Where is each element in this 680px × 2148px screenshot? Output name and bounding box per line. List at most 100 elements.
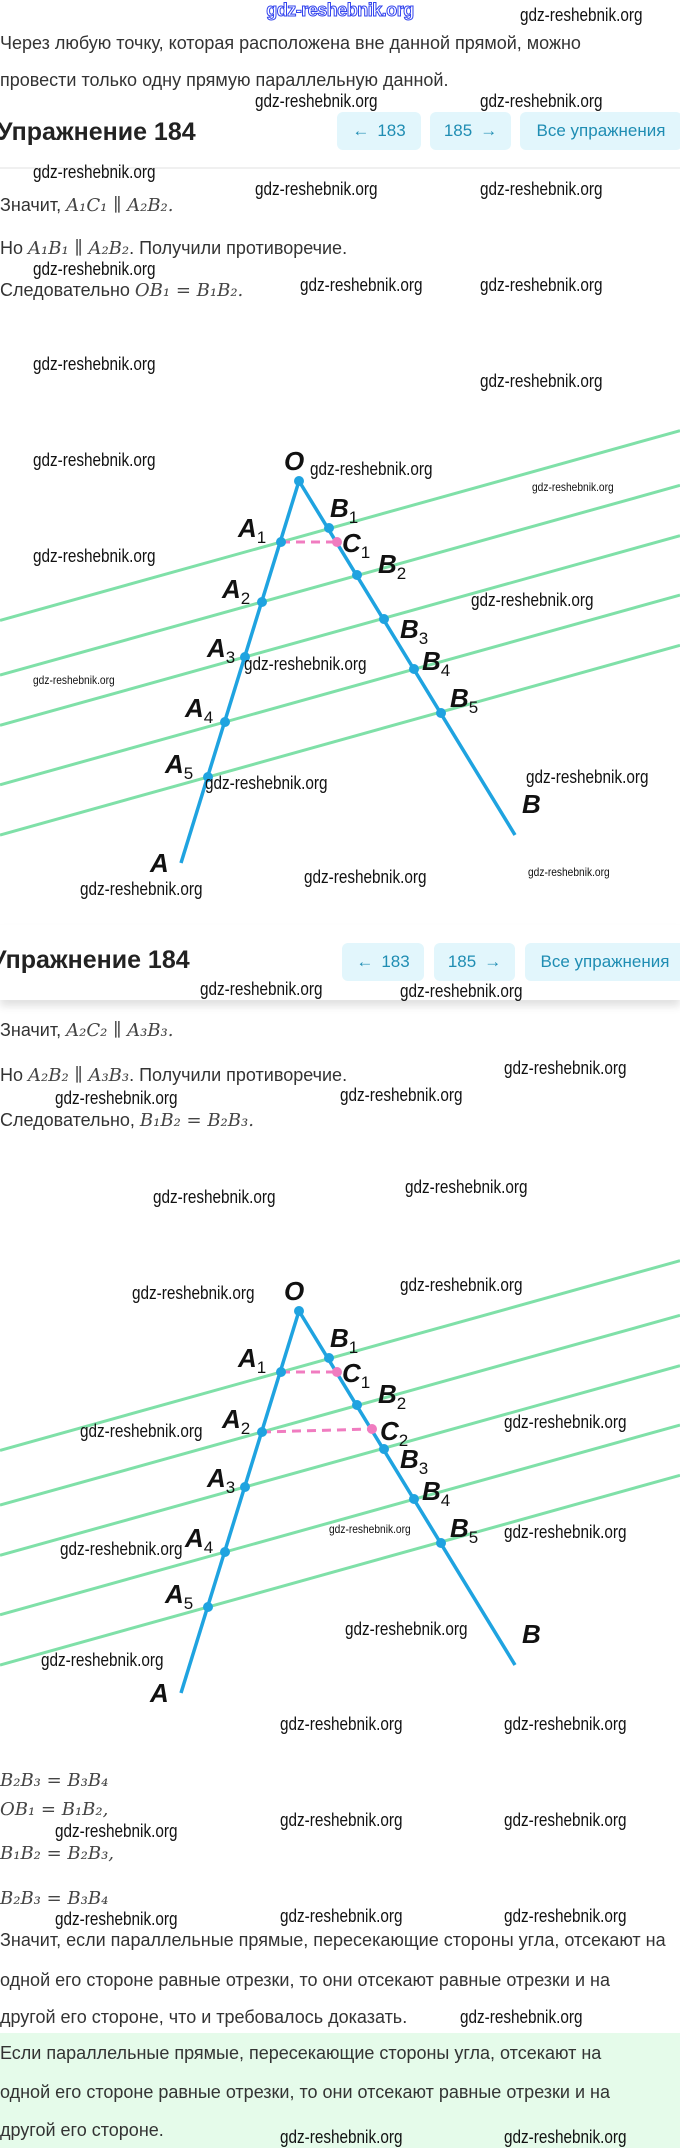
therefore-line: Следовательно OB₁ = B₁B₂. xyxy=(0,280,244,301)
next-exercise-button-sticky[interactable]: 185→ xyxy=(434,943,515,981)
page-title-sticky: Упражнение 184 xyxy=(0,946,190,974)
label-A2: A2 xyxy=(221,1404,250,1438)
watermark: gdz-reshebnik.org xyxy=(345,1619,468,1639)
watermark: gdz-reshebnik.org xyxy=(504,1810,627,1830)
point-B2 xyxy=(352,570,362,580)
watermark: gdz-reshebnik.org xyxy=(255,91,378,111)
point-B5 xyxy=(436,708,446,718)
parallel-line xyxy=(0,483,680,677)
watermark: gdz-reshebnik.org xyxy=(255,179,378,199)
watermark: gdz-reshebnik.org xyxy=(80,879,203,899)
label-A3: A3 xyxy=(206,633,235,667)
watermark: gdz-reshebnik.org xyxy=(153,1187,276,1207)
label-O: O xyxy=(284,1276,304,1306)
conclusion-line-2: Значит, A₂C₂ ∥ A₃B₃. xyxy=(0,1020,174,1041)
label-O: O xyxy=(284,446,304,476)
arrow-right-icon: → xyxy=(480,121,498,140)
ray-OB xyxy=(297,1310,517,1666)
watermark: gdz-reshebnik.org xyxy=(55,1909,178,1929)
label-A: A xyxy=(149,1678,169,1708)
watermark: gdz-reshebnik.org xyxy=(310,459,433,479)
label-A3: A3 xyxy=(206,1463,235,1497)
all-exercises-button-sticky[interactable]: Все упражнения xyxy=(525,943,680,981)
point-A2 xyxy=(257,597,267,607)
watermark: gdz-reshebnik.org xyxy=(33,450,156,470)
parallel-line xyxy=(0,1259,680,1452)
all-exercises-button[interactable]: Все упражнения xyxy=(520,112,680,150)
point-A1 xyxy=(276,537,286,547)
watermark: gdz-reshebnik.org xyxy=(504,1058,627,1078)
conclusion-line: Значит, A₁C₁ ∥ A₂B₂. xyxy=(0,195,174,216)
watermark: gdz-reshebnik.org xyxy=(504,1906,627,1926)
label-B1: B1 xyxy=(330,493,358,527)
theorem-box: Если параллельные прямые, пересекающие с… xyxy=(0,2033,680,2148)
label-B2: B2 xyxy=(378,549,406,583)
watermark: gdz-reshebnik.org xyxy=(200,979,323,999)
label-A5: A5 xyxy=(164,1579,193,1613)
watermark: gdz-reshebnik.org xyxy=(33,673,115,687)
watermark: gdz-reshebnik.org xyxy=(520,5,643,25)
watermark: gdz-reshebnik.org xyxy=(329,1522,411,1536)
watermark: gdz-reshebnik.org xyxy=(280,1810,403,1830)
prev-exercise-button[interactable]: ←183 xyxy=(337,112,421,150)
watermark: gdz-reshebnik.org xyxy=(504,1714,627,1734)
watermark: gdz-reshebnik.org xyxy=(400,981,523,1001)
watermark: gdz-reshebnik.org xyxy=(280,2127,403,2147)
watermark: gdz-reshebnik.org xyxy=(132,1283,255,1303)
label-B5: B5 xyxy=(450,683,478,717)
label-A1: A1 xyxy=(237,513,266,547)
label-A4: A4 xyxy=(184,693,213,727)
watermark: gdz-reshebnik.org xyxy=(532,480,614,494)
arrow-right-icon: → xyxy=(484,952,502,971)
point-B4 xyxy=(409,1494,419,1504)
prev-exercise-button-sticky[interactable]: ←183 xyxy=(342,943,424,981)
next-exercise-button[interactable]: 185 → xyxy=(430,112,511,150)
sticky-header: Упражнение 184 ←183 185→ Все упражнения xyxy=(0,925,680,1000)
point-A2 xyxy=(257,1427,267,1437)
watermark: gdz-reshebnik.org xyxy=(340,1085,463,1105)
watermark: gdz-reshebnik.org xyxy=(480,371,603,391)
therefore-line-2: Следовательно, B₁B₂ = B₂B₃. xyxy=(0,1110,254,1131)
equation: B₁B₂ = B₂B₃, xyxy=(0,1843,115,1864)
watermark: gdz-reshebnik.org xyxy=(41,1650,164,1670)
next-label: 185 xyxy=(443,121,473,140)
watermark: gdz-reshebnik.org xyxy=(280,1906,403,1926)
label-A4: A4 xyxy=(184,1523,213,1557)
point-A5 xyxy=(203,772,213,782)
arrow-left-icon: ← xyxy=(356,952,374,971)
conclusion-paragraph-line: одной его стороне равные отрезки, то они… xyxy=(0,1970,610,1990)
label-B3: B3 xyxy=(400,614,428,648)
watermark: gdz-reshebnik.org xyxy=(504,1412,627,1432)
point-B5 xyxy=(436,1538,446,1548)
label-C2: C2 xyxy=(380,1416,408,1450)
theorem-line: одной его стороне равные отрезки, то они… xyxy=(0,2082,610,2102)
site-watermark: gdz-reshebnik.org xyxy=(266,0,415,21)
all-label: Все упражнения xyxy=(536,121,666,140)
point-B1 xyxy=(324,1353,334,1363)
watermark: gdz-reshebnik.org xyxy=(80,1421,203,1441)
equation: B₂B₃ = B₃B₄ xyxy=(0,1770,109,1791)
watermark: gdz-reshebnik.org xyxy=(33,259,156,279)
equation: OB₁ = B₁B₂, xyxy=(0,1799,109,1820)
parallel-line xyxy=(0,1364,680,1557)
dashed-segment xyxy=(261,1427,373,1434)
theorem-line: другой его стороне. xyxy=(0,2120,164,2140)
parallel-line xyxy=(0,643,680,837)
conclusion-paragraph-line: другой его стороне, что и требовалось до… xyxy=(0,2007,408,2027)
intro-line-2: провести только одну прямую параллельную… xyxy=(0,70,449,90)
parallel-line xyxy=(0,534,680,727)
point-A4 xyxy=(220,717,230,727)
watermark: gdz-reshebnik.org xyxy=(471,590,594,610)
watermark: gdz-reshebnik.org xyxy=(504,1522,627,1542)
watermark: gdz-reshebnik.org xyxy=(300,275,423,295)
contradiction-line: Но A₁B₁ ∥ A₂B₂. Получили противоречие. xyxy=(0,238,348,259)
equation: B₂B₃ = B₃B₄ xyxy=(0,1888,109,1909)
label-B4: B4 xyxy=(422,646,450,680)
label-C1: C1 xyxy=(342,1358,370,1392)
watermark: gdz-reshebnik.org xyxy=(405,1177,528,1197)
all-label: Все упражнения xyxy=(540,952,670,971)
theorem-line: Если параллельные прямые, пересекающие с… xyxy=(0,2043,602,2063)
watermark: gdz-reshebnik.org xyxy=(526,767,649,787)
